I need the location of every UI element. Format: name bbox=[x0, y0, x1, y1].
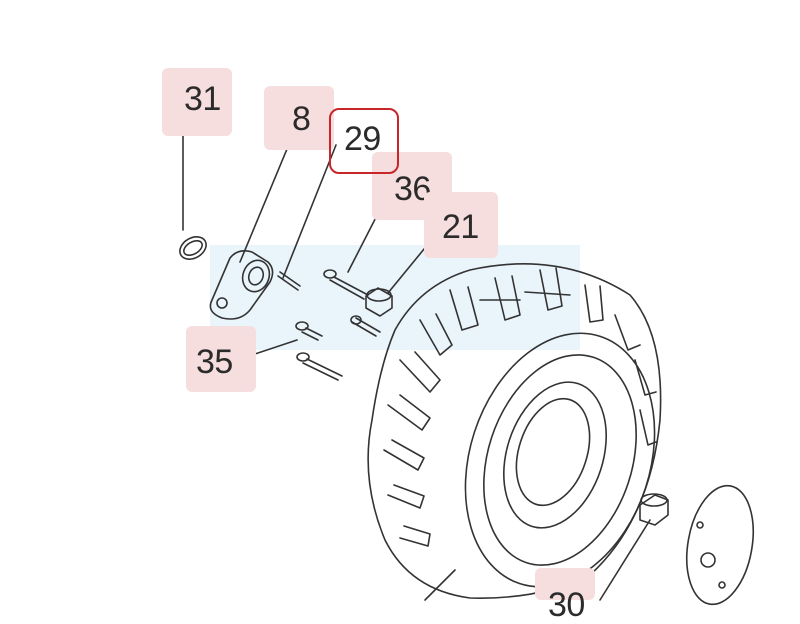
leader-hub bbox=[599, 519, 651, 601]
ring-part-31 bbox=[179, 236, 207, 260]
spacer-part-21 bbox=[350, 287, 393, 337]
callout-31-label: 31 bbox=[184, 80, 221, 118]
callout-21-badge bbox=[424, 192, 498, 258]
callout-8-label: 8 bbox=[292, 100, 311, 138]
wheel-hub bbox=[639, 484, 754, 606]
leader-bottom bbox=[424, 569, 456, 601]
bolt-part-36 bbox=[323, 269, 369, 300]
callout-35-label: 35 bbox=[196, 343, 233, 381]
pin-part-29 bbox=[277, 271, 301, 291]
highlighted-callout-29[interactable] bbox=[329, 108, 399, 174]
watermark-band bbox=[210, 245, 580, 350]
callout-partial-label: 30 bbox=[548, 586, 585, 624]
callout-35-badge bbox=[186, 326, 256, 392]
tire bbox=[367, 263, 662, 599]
exploded-view-drawing bbox=[179, 107, 754, 606]
callout-partial-badge bbox=[535, 568, 595, 600]
screws-part-35 bbox=[295, 321, 343, 381]
leader-29 bbox=[282, 144, 337, 279]
callout-31-badge bbox=[162, 68, 232, 136]
callout-21-label: 21 bbox=[442, 208, 479, 246]
callout-29-label: 29 bbox=[344, 120, 381, 158]
bracket-part-8 bbox=[209, 250, 274, 320]
callout-8-badge bbox=[264, 86, 334, 150]
parts-diagram: 31 8 36 21 35 30 29 bbox=[162, 68, 754, 624]
